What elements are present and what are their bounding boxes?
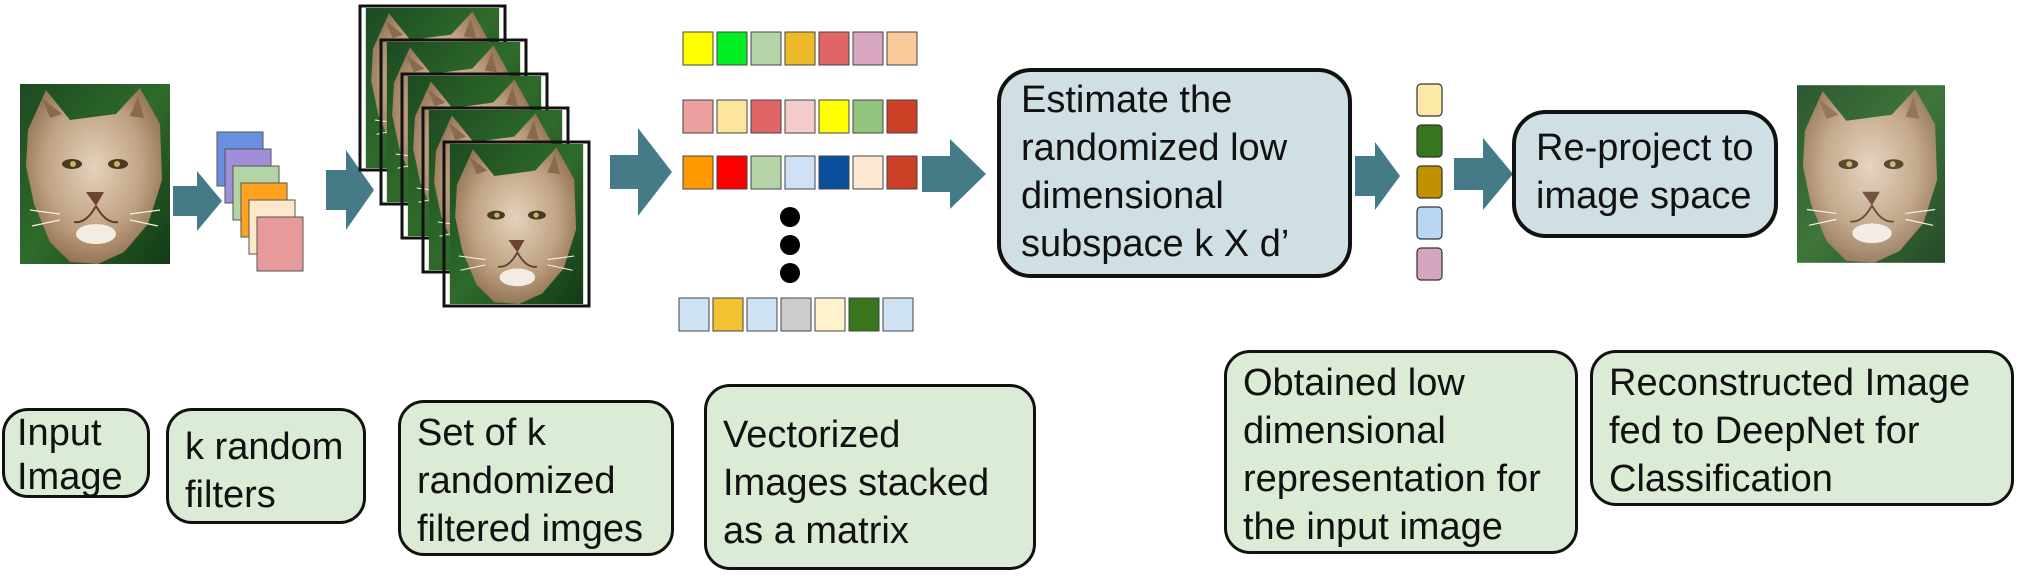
ellipsis-dot (780, 235, 800, 255)
matrix-cell (678, 297, 710, 332)
matrix-cell (818, 31, 850, 66)
matrix-cell (682, 31, 714, 66)
matrix-cell (682, 155, 714, 190)
matrix-cell (750, 31, 782, 66)
input-image-photo (20, 84, 170, 264)
random-filters-caption: k random filters (166, 408, 366, 524)
matrix-cell (750, 155, 782, 190)
matrix-cell (852, 99, 884, 134)
vectorized-matrix (678, 31, 918, 332)
matrix-cell (852, 155, 884, 190)
matrix-caption: Vectorized Images stacked as a matrix (704, 384, 1036, 570)
vector-cell (1416, 206, 1443, 240)
vector-cell (1416, 83, 1443, 117)
matrix-cell (712, 297, 744, 332)
matrix-cell (882, 297, 914, 332)
filtered-images-stack (358, 4, 591, 308)
low-dimensional-vector (1416, 83, 1443, 281)
arrow-icon (610, 128, 672, 216)
input-image-caption: Input Image (2, 408, 150, 498)
matrix-cell (750, 99, 782, 134)
ellipsis-dot (780, 207, 800, 227)
arrow-icon (1454, 138, 1513, 210)
matrix-cell (716, 31, 748, 66)
matrix-cell (784, 99, 816, 134)
arrow-icon (326, 150, 374, 230)
matrix-cell (886, 31, 918, 66)
matrix-cell (818, 99, 850, 134)
matrix-cell (716, 99, 748, 134)
matrix-cell (848, 297, 880, 332)
reconstructed-image-photo (1797, 84, 1945, 264)
reconstructed-caption: Reconstructed Image fed to DeepNet for C… (1590, 350, 2014, 506)
matrix-cell (746, 297, 778, 332)
ellipsis-dot (780, 263, 800, 283)
matrix-cell (682, 99, 714, 134)
arrow-icon (173, 171, 222, 231)
vector-cell (1416, 124, 1443, 158)
estimate-subspace-box: Estimate the randomized low dimensional … (997, 68, 1352, 278)
matrix-cell (716, 155, 748, 190)
low-dim-caption: Obtained low dimensional representation … (1224, 350, 1578, 554)
matrix-cell (886, 155, 918, 190)
filtered-images-caption: Set of k randomized filtered imges (398, 400, 674, 556)
arrow-icon (1355, 142, 1400, 210)
vector-cell (1416, 165, 1443, 199)
matrix-cell (780, 297, 812, 332)
matrix-cell (814, 297, 846, 332)
arrow-icon (922, 139, 986, 209)
filter-square (256, 216, 304, 272)
matrix-cell (852, 31, 884, 66)
filtered-image-frame (442, 140, 591, 308)
random-filters-stack (216, 131, 304, 272)
matrix-cell (784, 155, 816, 190)
vector-cell (1416, 247, 1443, 281)
matrix-cell (784, 31, 816, 66)
matrix-cell (886, 99, 918, 134)
filtered-image (448, 144, 585, 304)
matrix-cell (818, 155, 850, 190)
reproject-box: Re-project to image space (1512, 110, 1778, 238)
